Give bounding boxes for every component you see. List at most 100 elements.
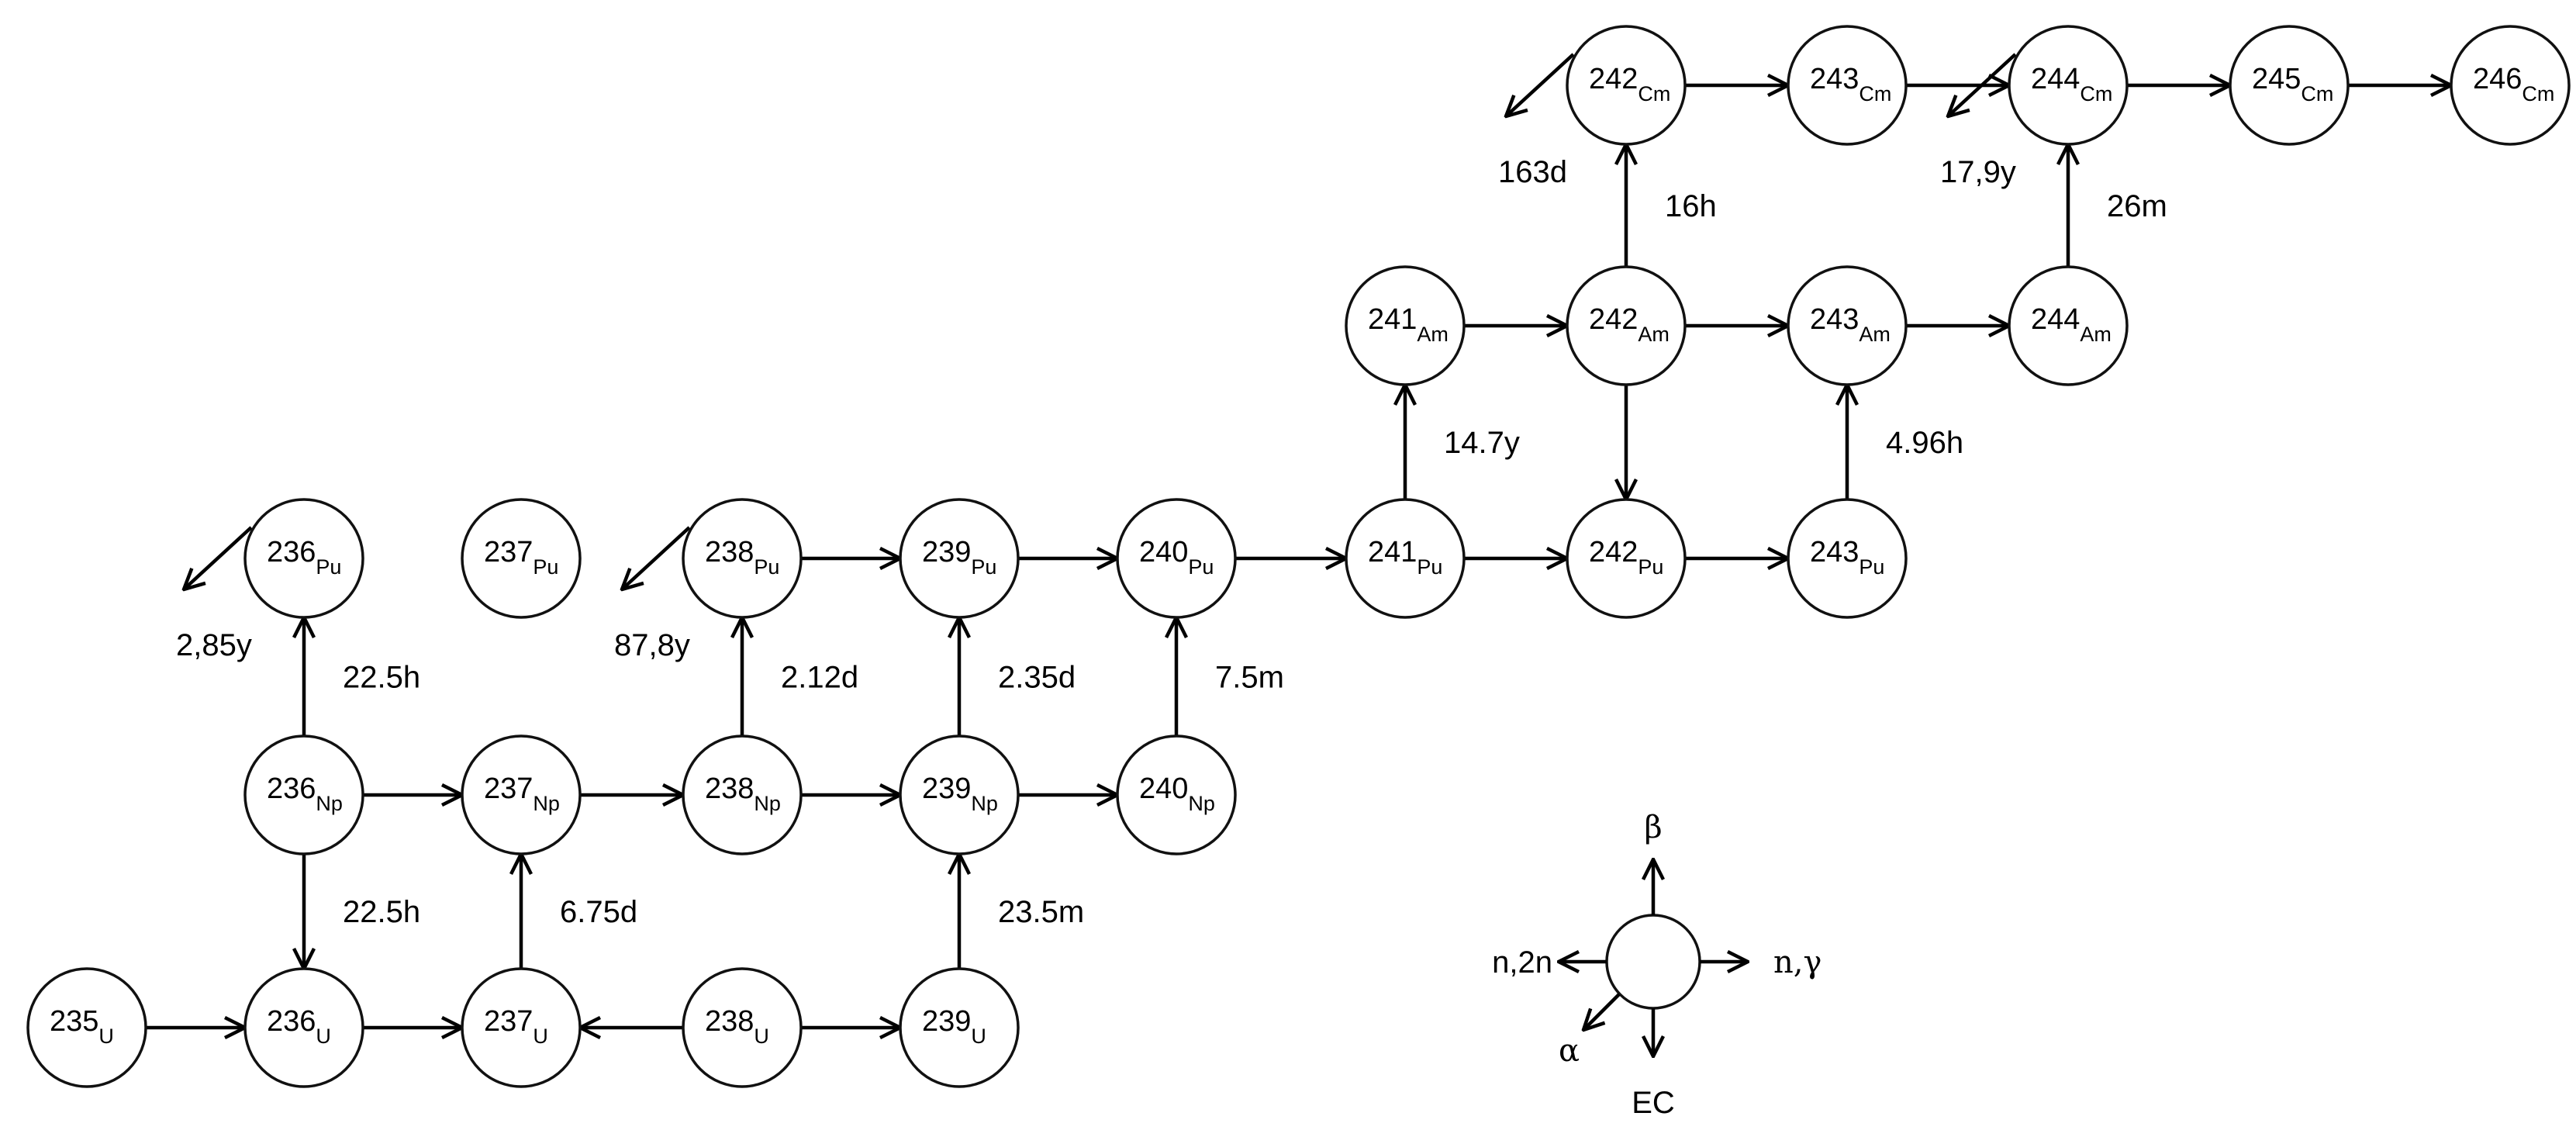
nuclide-circle bbox=[461, 967, 582, 1088]
element-symbol: Np bbox=[754, 792, 781, 815]
nuclide-circle bbox=[682, 967, 803, 1088]
element-symbol: Np bbox=[971, 792, 998, 815]
half-life-label: 26m bbox=[2107, 189, 2167, 223]
mass-number: 235 bbox=[50, 1005, 98, 1038]
legend-alpha-arrow bbox=[1583, 993, 1621, 1030]
element-symbol: Cm bbox=[1638, 82, 1670, 105]
alpha-decay-arrow-Pu238 bbox=[622, 526, 691, 589]
nuclide-node-Np236: 236Np bbox=[243, 734, 364, 855]
nuclide-circle bbox=[243, 967, 364, 1088]
nuclide-circle bbox=[682, 498, 803, 619]
mass-number: 237 bbox=[484, 536, 533, 568]
mass-number: 244 bbox=[2031, 303, 2080, 336]
nuclide-label: 242Pu bbox=[1589, 536, 1663, 579]
nuclide-label: 242Am bbox=[1589, 303, 1670, 346]
nuclide-label: 243Pu bbox=[1810, 536, 1884, 579]
element-symbol: Cm bbox=[2522, 82, 2554, 105]
mass-number: 242 bbox=[1589, 536, 1638, 568]
mass-number: 241 bbox=[1368, 303, 1417, 336]
mass-number: 240 bbox=[1139, 536, 1188, 568]
element-symbol: Pu bbox=[1417, 555, 1442, 579]
half-life-label: 7.5m bbox=[1215, 661, 1284, 695]
half-life-label: 22.5h bbox=[343, 895, 420, 929]
element-symbol: Pu bbox=[971, 555, 996, 579]
legend-circle bbox=[1605, 914, 1701, 1010]
nuclide-label: 240Pu bbox=[1139, 536, 1214, 579]
mass-number: 236 bbox=[267, 1005, 316, 1038]
nuclide-node-U239: 239U bbox=[899, 967, 1020, 1088]
mass-number: 238 bbox=[705, 536, 754, 568]
nuclide-label: 246Cm bbox=[2473, 63, 2554, 105]
nuclide-label: 237Np bbox=[484, 772, 560, 815]
nuclide-circle bbox=[2008, 265, 2129, 386]
half-life-label: 16h bbox=[1665, 189, 1717, 223]
nuclide-label: 239Pu bbox=[922, 536, 996, 579]
half-life-label: 4.96h bbox=[1886, 426, 1963, 460]
element-symbol: Am bbox=[2080, 323, 2112, 346]
nuclide-label: 238Np bbox=[705, 772, 781, 815]
mass-number: 239 bbox=[922, 1005, 971, 1038]
mass-number: 236 bbox=[267, 772, 316, 805]
nuclide-label: 237U bbox=[484, 1005, 548, 1048]
nuclide-circle bbox=[899, 734, 1020, 855]
nuclide-circle bbox=[1116, 734, 1237, 855]
nuclide-label: 240Np bbox=[1139, 772, 1215, 815]
nuclide-node-Np240: 240Np bbox=[1116, 734, 1237, 855]
mass-number: 246 bbox=[2473, 63, 2522, 95]
legend-n2n-label: n,2n bbox=[1492, 945, 1552, 980]
nuclide-label: 238U bbox=[705, 1005, 769, 1048]
nuclide-label: 238Pu bbox=[705, 536, 779, 579]
nuclide-circle bbox=[243, 734, 364, 855]
nuclide-label: 239U bbox=[922, 1005, 986, 1048]
half-life-label: 2.35d bbox=[998, 661, 1076, 695]
element-symbol: Pu bbox=[1638, 555, 1663, 579]
half-life-label: 2.12d bbox=[781, 661, 858, 695]
nuclide-node-U235: 235U bbox=[26, 967, 147, 1088]
nuclide-node-Cm243: 243Cm bbox=[1787, 25, 1908, 146]
mass-number: 244 bbox=[2031, 63, 2080, 95]
alpha-decay-arrow-Cm242 bbox=[1506, 53, 1575, 116]
nuclide-node-Pu236: 236Pu bbox=[243, 498, 364, 619]
legend-alpha-label: α bbox=[1559, 1033, 1580, 1069]
alpha-half-life-label: 17,9y bbox=[1940, 155, 2016, 189]
nuclide-circle bbox=[1566, 265, 1687, 386]
nuclide-circle bbox=[1787, 265, 1908, 386]
mass-number: 245 bbox=[2252, 63, 2301, 95]
nuclide-circle bbox=[682, 734, 803, 855]
nuclide-node-Pu238: 238Pu bbox=[682, 498, 803, 619]
nuclide-node-Pu239: 239Pu bbox=[899, 498, 1020, 619]
nuclide-circle bbox=[1345, 498, 1466, 619]
nuclide-node-Np239: 239Np bbox=[899, 734, 1020, 855]
element-symbol: U bbox=[316, 1025, 331, 1048]
legend-ngamma-label: n,γ bbox=[1773, 945, 1822, 980]
nuclide-node-Cm246: 246Cm bbox=[2450, 25, 2571, 146]
element-symbol: Cm bbox=[2080, 82, 2112, 105]
mass-number: 239 bbox=[922, 536, 971, 568]
nuclide-circle bbox=[1566, 25, 1687, 146]
nuclide-node-Pu242: 242Pu bbox=[1566, 498, 1687, 619]
nuclide-label: 243Am bbox=[1810, 303, 1891, 346]
nuclide-circle bbox=[26, 967, 147, 1088]
element-symbol: U bbox=[754, 1025, 769, 1048]
half-life-label: 23.5m bbox=[998, 895, 1084, 929]
nuclide-circle bbox=[1116, 498, 1237, 619]
mass-number: 242 bbox=[1589, 303, 1638, 336]
nuclide-label: 243Cm bbox=[1810, 63, 1891, 105]
half-life-label: 14.7y bbox=[1444, 426, 1520, 460]
nuclide-node-Am241: 241Am bbox=[1345, 265, 1466, 386]
nuclide-label: 236Pu bbox=[267, 536, 341, 579]
nuclide-label: 241Am bbox=[1368, 303, 1449, 346]
legend-ec-label: EC bbox=[1632, 1086, 1675, 1120]
half-life-label: 6.75d bbox=[560, 895, 637, 929]
nuclide-circle bbox=[2229, 25, 2350, 146]
alpha-half-life-label: 2,85y bbox=[176, 628, 252, 662]
nuclide-circle bbox=[243, 498, 364, 619]
alpha-half-life-label: 87,8y bbox=[614, 628, 690, 662]
element-symbol: Am bbox=[1638, 323, 1670, 346]
element-symbol: Cm bbox=[2301, 82, 2333, 105]
nuclide-node-Np237: 237Np bbox=[461, 734, 582, 855]
alpha-decay-arrow-Cm244 bbox=[1948, 53, 2017, 116]
